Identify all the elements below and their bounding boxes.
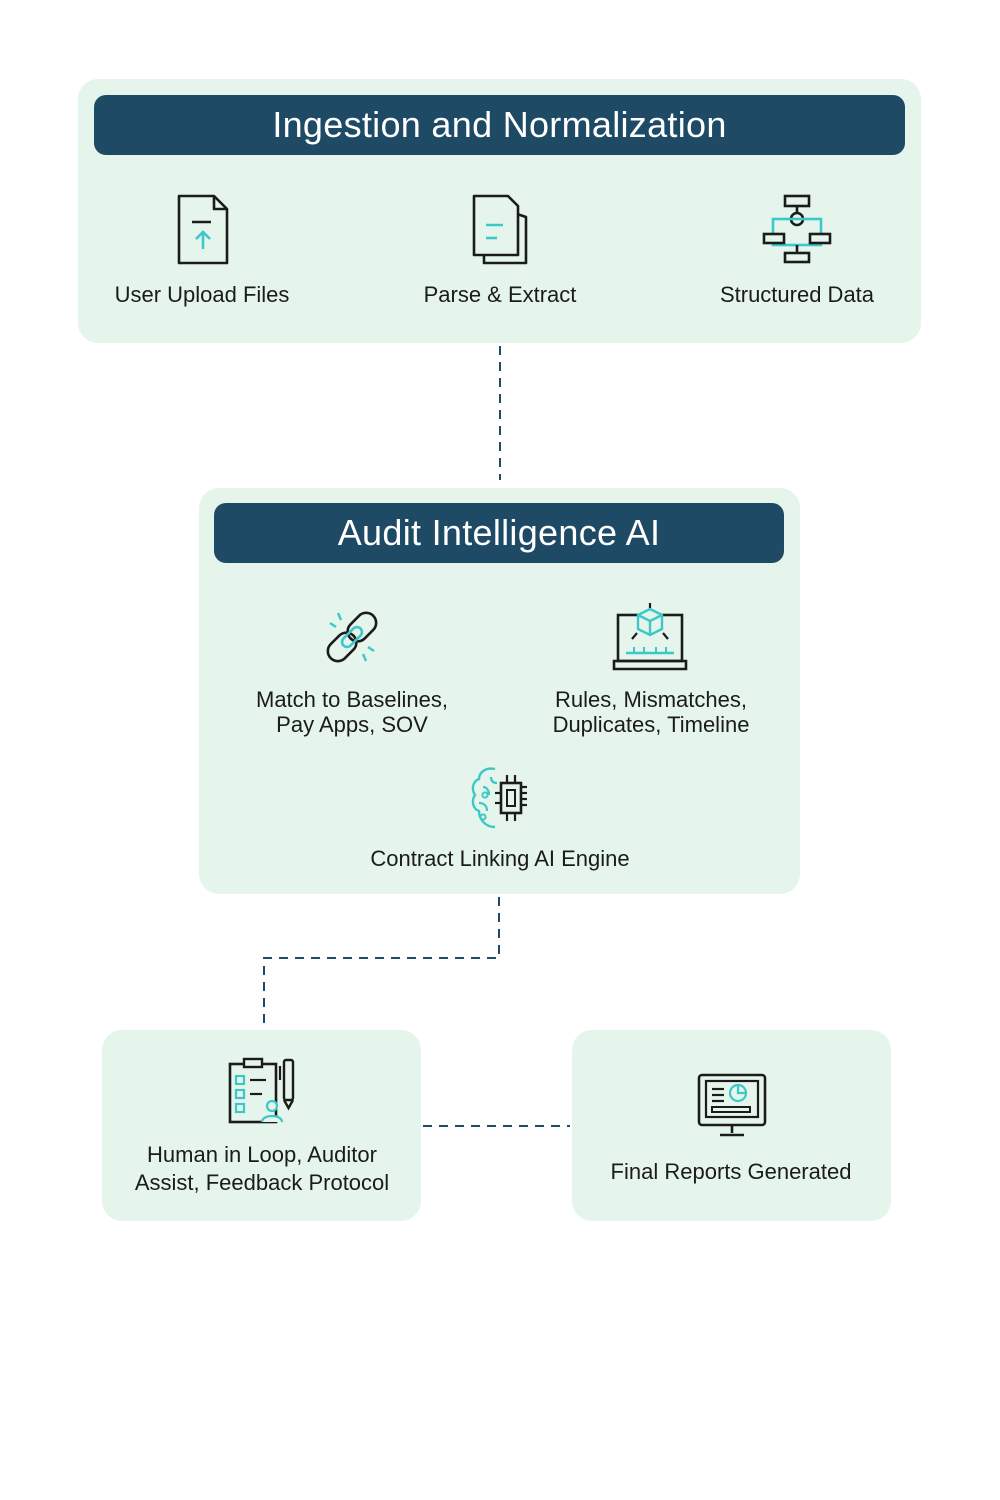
documents-icon — [472, 194, 528, 265]
checklist-person-icon — [228, 1057, 295, 1124]
node-label-human-loop: Human in Loop, Auditor Assist, Feedback … — [112, 1141, 412, 1197]
node-label-user-upload: User Upload Files — [114, 282, 290, 307]
node-label-parse-extract: Parse & Extract — [423, 282, 577, 307]
node-label-match-line1: Match to Baselines, — [256, 687, 448, 712]
brain-chip-icon — [471, 767, 527, 829]
monitor-report-icon — [697, 1073, 767, 1137]
node-label-match-baselines: Match to Baselines, Pay Apps, SOV — [232, 687, 472, 737]
flowchart-icon — [762, 194, 832, 264]
node-label-rules-line1: Rules, Mismatches, — [555, 687, 747, 712]
node-label-structured-data: Structured Data — [719, 282, 875, 307]
ingestion-title: Ingestion and Normalization — [94, 95, 905, 155]
node-label-human-line1: Human in Loop, Auditor — [147, 1142, 377, 1167]
file-upload-icon — [177, 194, 229, 265]
node-label-rules-line2: Duplicates, Timeline — [552, 712, 750, 737]
connector-audit-human — [263, 897, 500, 1030]
node-label-final-reports: Final Reports Generated — [610, 1159, 852, 1184]
node-label-human-line2: Assist, Feedback Protocol — [134, 1170, 390, 1195]
node-label-rules-mismatches: Rules, Mismatches, Duplicates, Timeline — [526, 687, 776, 737]
node-label-match-line2: Pay Apps, SOV — [276, 712, 428, 737]
laptop-cube-icon — [612, 603, 688, 671]
chain-link-icon — [326, 611, 378, 663]
audit-title: Audit Intelligence AI — [214, 503, 784, 563]
node-label-contract-engine: Contract Linking AI Engine — [370, 846, 630, 871]
